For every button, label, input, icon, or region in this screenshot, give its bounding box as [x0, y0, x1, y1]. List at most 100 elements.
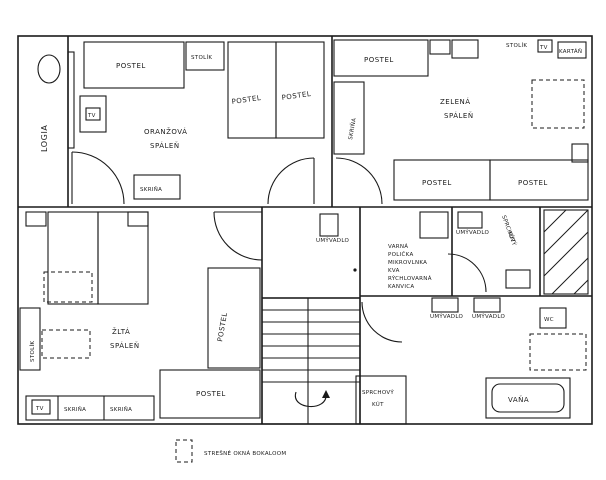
yellow-tv-label: TV	[35, 406, 44, 412]
wc-lower	[539, 307, 567, 329]
kitchen-label-2: POLIČKA	[388, 251, 414, 258]
yellow-nightstand-2	[127, 211, 149, 227]
green-bed-top	[333, 39, 429, 77]
orange-room-label-1: ORANŽOVÁ	[144, 127, 187, 136]
kitchen-door-swing	[447, 253, 487, 293]
hall-door-swing-2	[213, 211, 263, 261]
legend: STREŠNÉ OKNÁ BOKALOOM	[175, 439, 286, 463]
bathtub	[485, 377, 571, 419]
shower-lower	[355, 375, 407, 425]
green-fridge-label: KARTÁŇ	[559, 48, 582, 55]
yellow-bed-left	[47, 211, 99, 305]
kitchen-counter	[419, 211, 449, 239]
yellow-skylight-1	[43, 271, 93, 303]
kitchen-label-3: MIKROVLNKA	[388, 260, 427, 266]
orange-table-label: STOLÍK	[191, 54, 212, 61]
yellow-wardrobe-label-2: SKRIŇA	[110, 406, 132, 413]
green-nightstand-1	[429, 39, 451, 55]
green-fridge	[557, 41, 587, 59]
green-tv-label: TV	[539, 45, 548, 51]
tv-icon-green	[537, 39, 553, 53]
bathroom-lower: UMÝVADLO UMÝVADLO WC VAŇA SPRCHOVÝ KÚT	[355, 297, 587, 425]
green-room-label-2: SPÁLEŇ	[444, 111, 474, 120]
yellow-bedroom: STOLÍK ŽLTÁ SPÁLEŇ POSTEL POSTEL TV SKRI…	[19, 211, 261, 421]
shower-upper-label-2: KÚT	[506, 230, 517, 244]
yellow-bed-side	[207, 267, 261, 369]
legend-text: STREŠNÉ OKNÁ BOKALOOM	[204, 449, 286, 457]
bath-door-swing	[361, 301, 403, 343]
hatched-shaft	[543, 209, 589, 295]
hall-sink	[319, 213, 339, 237]
yellow-wardrobe-label-1: SKRIŇA	[64, 406, 86, 413]
green-door-swing	[335, 157, 383, 205]
orange-bedroom: POSTEL STOLÍK POSTEL POSTEL TV ORANŽOVÁ …	[71, 41, 325, 205]
hall-door-swing-1	[267, 157, 315, 205]
legend-skylight-symbol	[175, 439, 193, 463]
bath-lower-sink-2	[473, 297, 501, 313]
green-nightstand-2	[451, 39, 479, 59]
stair-block	[261, 297, 361, 425]
orange-bed-right	[275, 41, 325, 139]
bath-lower-sink-1	[431, 297, 459, 313]
green-table-label: STOLÍK	[506, 42, 527, 49]
orange-tv-label: TV	[87, 113, 96, 119]
bathtub-label: VAŇA	[508, 395, 529, 404]
orange-door-swing	[71, 151, 125, 205]
chair-icon	[37, 54, 61, 84]
orange-room-label-2: SPÁLEŇ	[150, 141, 180, 150]
yellow-table-label: STOLÍK	[29, 341, 36, 362]
kitchen-label-5: RÝCHLOVARNÁ	[388, 275, 432, 282]
yellow-bed-side-label: POSTEL	[216, 312, 229, 343]
yellow-bed-right	[97, 211, 149, 305]
hall-doors	[213, 157, 315, 261]
staircase	[261, 297, 403, 425]
green-bed-right-label: POSTEL	[518, 179, 548, 187]
orange-wardrobe-label: SKRIŇA	[140, 186, 162, 193]
wc-upper	[505, 269, 531, 289]
bathtub-inner	[491, 383, 565, 413]
orange-tv-stand	[79, 95, 107, 133]
yellow-table	[19, 307, 41, 371]
yellow-bed-bottom-label: POSTEL	[196, 390, 226, 398]
hall-sink-label: UMÝVADLO	[316, 237, 350, 244]
orange-bed-label: POSTEL	[116, 62, 146, 70]
wc-lower-label: WC	[544, 317, 554, 323]
bathroom-upper: UMÝVADLO SPRCHOVÝ KÚT	[456, 209, 589, 295]
bath-lower-sink-2-label: UMÝVADLO	[472, 313, 506, 320]
hall-kitchen: UMÝVADLO VARNÁ POLIČKA MIKROVLNKA KVA RÝ…	[316, 211, 487, 293]
green-skylight	[531, 79, 585, 129]
green-wardrobe-label: SKRIŇA	[347, 117, 358, 140]
yellow-bed-bottom	[159, 369, 261, 419]
green-side-table	[571, 143, 589, 163]
bath-upper-sink	[457, 211, 483, 229]
green-bed-top-label: POSTEL	[364, 56, 394, 64]
green-bed-right	[489, 159, 589, 201]
hall-point	[353, 268, 357, 272]
yellow-skylight-2	[41, 329, 91, 359]
green-bed-left-label: POSTEL	[422, 179, 452, 187]
tv-icon-yellow	[31, 399, 51, 415]
yellow-nightstand-1	[25, 211, 47, 227]
bath-skylight	[529, 333, 587, 371]
orange-bed-left-label: POSTEL	[231, 94, 262, 106]
kitchen-label-1: VARNÁ	[388, 243, 408, 250]
green-room-label-1: ZELENÁ	[440, 97, 471, 106]
tv-icon	[85, 107, 101, 121]
kitchen-label-6: KANVICA	[388, 284, 414, 290]
stair-arrow	[294, 391, 327, 408]
orange-wardrobe	[133, 174, 181, 200]
yellow-room-label-2: SPÁLEŇ	[110, 341, 140, 350]
loggia: LOGIA	[37, 51, 75, 152]
shower-lower-label-1: SPRCHOVÝ	[362, 389, 394, 396]
shower-lower-label-2: KÚT	[372, 401, 384, 408]
yellow-wardrobe-row	[25, 395, 155, 421]
yellow-room-label-1: ŽLTÁ	[112, 327, 130, 336]
bath-upper-sink-label: UMÝVADLO	[456, 229, 490, 236]
orange-bed-left	[227, 41, 277, 139]
orange-bed-single	[83, 41, 185, 89]
orange-table	[185, 41, 225, 71]
kitchen-label-4: KVA	[388, 268, 400, 274]
orange-bed-right-label: POSTEL	[281, 90, 312, 102]
